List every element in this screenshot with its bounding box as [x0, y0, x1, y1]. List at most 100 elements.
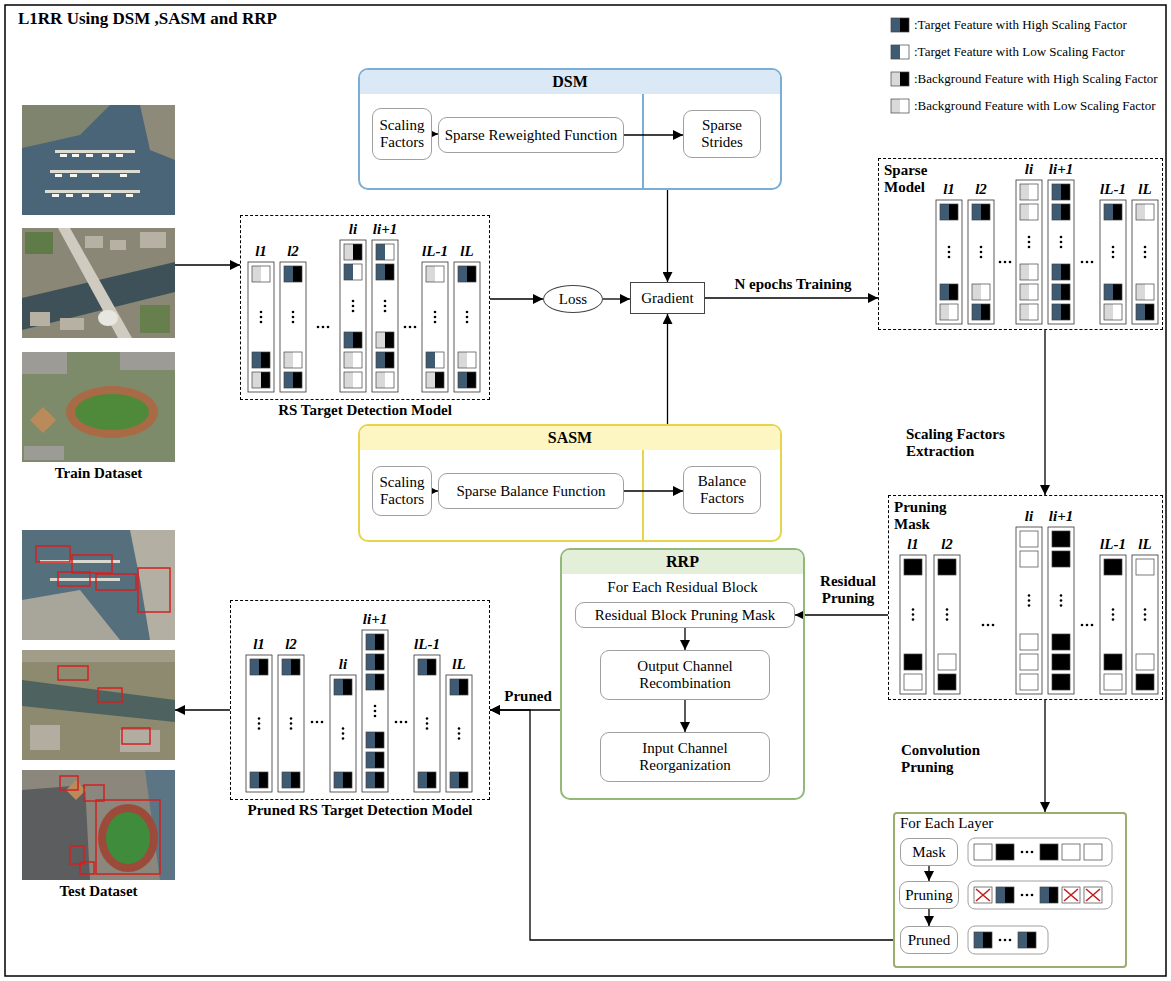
feature-cell-half — [940, 204, 949, 220]
feature-cell-outline — [1052, 204, 1070, 220]
feature-cell — [1020, 654, 1038, 670]
feature-cell-half — [284, 372, 293, 388]
layer-label: lL-1 — [1093, 181, 1133, 198]
pruned-cross — [976, 889, 990, 901]
layer-column — [340, 240, 366, 392]
illustration-shape — [58, 572, 90, 586]
feature-cell-outline — [1020, 184, 1038, 200]
layer-column — [934, 555, 960, 694]
legend-text: :Target Feature with High Scaling Factor — [914, 17, 1127, 33]
channel-strip — [968, 881, 1112, 909]
ellipsis-dot — [458, 727, 461, 730]
feature-cell-half — [427, 659, 436, 675]
feature-cell-outline — [891, 45, 909, 59]
feature-cell-outline — [940, 304, 958, 320]
feature-cell — [1136, 674, 1154, 690]
aerial-image — [22, 530, 175, 640]
feature-cell-half — [1104, 284, 1113, 300]
ellipsis-dot — [1081, 624, 1084, 627]
ellipsis-dot — [980, 246, 983, 249]
ellipsis-dot — [258, 722, 261, 725]
feature-cell-outline — [1020, 551, 1038, 567]
process-box: Scaling Factors — [372, 466, 432, 516]
feature-cell-half — [1052, 304, 1061, 320]
feature-cell-half — [1061, 264, 1070, 280]
node-label: Loss — [559, 291, 587, 308]
ellipsis-dot — [311, 721, 314, 724]
pruned-cross — [1086, 889, 1100, 901]
feature-cell-half — [366, 654, 375, 670]
ellipsis-dot — [458, 732, 461, 735]
layer-label: l2 — [927, 536, 967, 553]
feature-cell-half — [1104, 204, 1113, 220]
feature-cell-half — [252, 352, 261, 368]
feature-cell-half — [1052, 264, 1061, 280]
ellipsis-dot — [1144, 256, 1147, 259]
process-box: Sparse Reweighted Function — [438, 117, 624, 153]
feature-cell-outline — [458, 372, 476, 388]
feature-cell-half — [427, 772, 436, 788]
feature-cell — [1052, 654, 1070, 670]
feature-cell-outline — [1020, 204, 1038, 220]
feature-cell — [904, 559, 922, 575]
feature-cell-half — [385, 264, 394, 280]
feature-cell-outline — [376, 244, 394, 260]
feature-cell-outline — [1052, 184, 1070, 200]
aerial-image — [22, 352, 175, 462]
feature-cell-half — [467, 352, 476, 368]
ellipsis-dot — [946, 608, 949, 611]
feature-cell-outline — [450, 679, 468, 695]
layer-label: lL — [447, 243, 487, 260]
process-box: Gradient — [630, 282, 705, 314]
ellipsis-dot — [948, 246, 951, 249]
module-panel: SASMScaling FactorsSparse Balance Functi… — [358, 424, 782, 542]
feature-cell-half — [891, 45, 900, 59]
feature-cell-half — [1061, 304, 1070, 320]
ellipsis-dot — [1009, 261, 1012, 264]
illustration-shape — [106, 812, 150, 864]
process-box: Balance Factors — [683, 466, 761, 514]
panel-divider — [642, 94, 644, 188]
feature-cell-outline — [344, 372, 362, 388]
node-label: Gradient — [641, 290, 693, 307]
ellipsis-dot — [400, 721, 403, 724]
feature-cell-half — [891, 72, 900, 86]
ellipsis-dot — [290, 717, 293, 720]
legend-row: :Target Feature with High Scaling Factor — [890, 11, 1158, 38]
illustration-shape — [122, 728, 150, 744]
layer-label: li+1 — [1041, 508, 1081, 525]
legend-swatch — [890, 44, 910, 60]
feature-cell — [1020, 551, 1038, 567]
ellipsis-dot — [948, 251, 951, 254]
feature-cell-outline — [904, 674, 922, 690]
model-columns — [246, 630, 472, 792]
ellipsis-dot — [1028, 599, 1031, 602]
illustration-shape — [22, 650, 175, 760]
feature-cell-half — [366, 674, 375, 690]
illustration-shape — [30, 725, 160, 752]
connector-arrow — [490, 710, 893, 940]
ellipsis-dot — [1112, 246, 1115, 249]
module-panel: RRPFor Each Residual BlockResidual Block… — [560, 548, 805, 800]
model-box: Pruning Mask — [888, 495, 1163, 700]
feature-cell-half — [1018, 932, 1027, 948]
feature-cell — [1052, 551, 1070, 567]
feature-cell-outline — [426, 266, 444, 282]
layer-column — [454, 262, 480, 392]
node-label: Residual Block Pruning Mask — [595, 607, 775, 624]
layer-column — [446, 675, 472, 792]
ellipsis-dot — [258, 727, 261, 730]
feature-cell-half — [284, 352, 293, 368]
feature-cell-half — [261, 352, 270, 368]
model-columns — [936, 180, 1158, 324]
layer-column — [1100, 555, 1126, 694]
feature-cell-half — [1005, 887, 1014, 903]
feature-cell-half — [983, 932, 992, 948]
aerial-image — [22, 770, 175, 880]
illustration-shape — [80, 862, 94, 874]
ellipsis-dot — [1028, 236, 1031, 239]
layer-column — [1100, 200, 1126, 324]
feature-cell-half — [1113, 284, 1122, 300]
illustration-shape — [36, 546, 170, 612]
ellipsis-dot — [987, 624, 990, 627]
